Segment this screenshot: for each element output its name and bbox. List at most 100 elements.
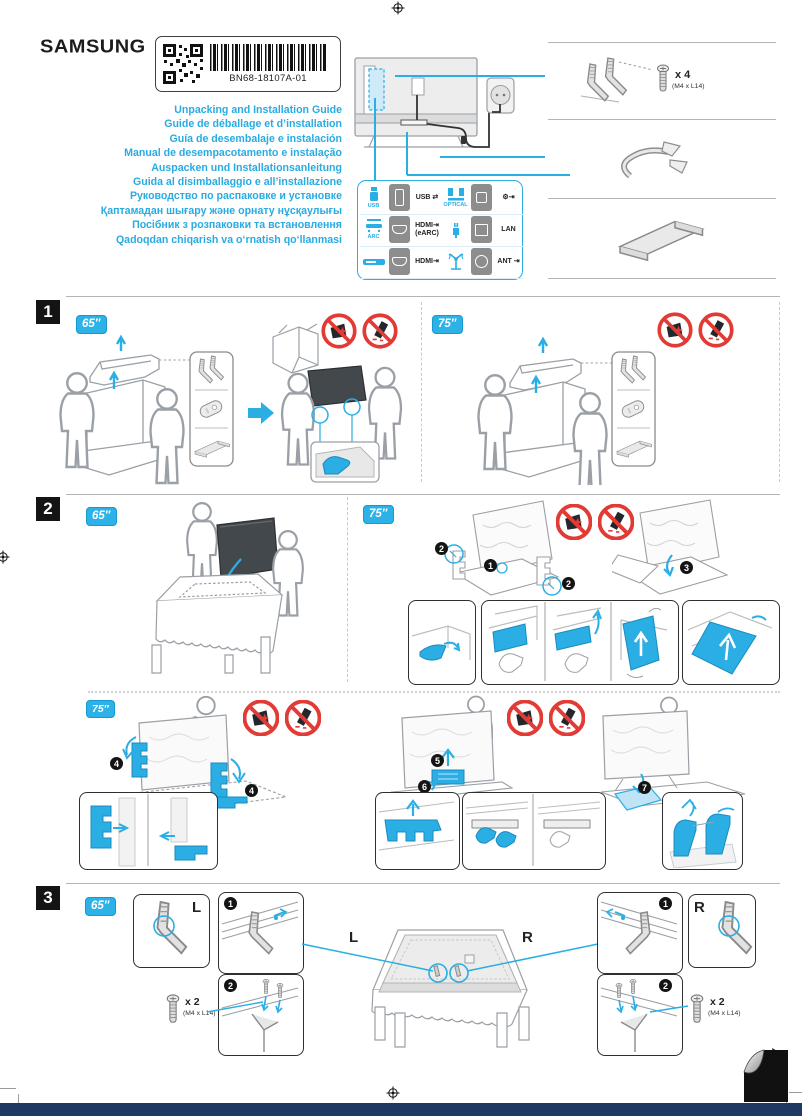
divider <box>548 42 776 43</box>
stand-right-box <box>688 894 756 968</box>
prohibition-crush-icon <box>556 504 592 540</box>
hdmi-port <box>389 248 410 275</box>
crop-mark <box>0 1088 16 1089</box>
size-badge-75: 75″ <box>86 700 115 718</box>
accessory-stand-cover <box>619 220 704 261</box>
assembly-panel-left-1-art <box>221 901 299 955</box>
stand-right-art <box>718 901 753 955</box>
screw-spec: (M4 x L14) <box>708 1010 741 1017</box>
lan-port <box>471 216 492 243</box>
callout-line <box>440 156 545 158</box>
assembly-panel-right-1-art <box>600 901 678 955</box>
illustration-unboxing-75 <box>477 312 734 485</box>
screw-spec: (M4 x L14) <box>183 1010 216 1017</box>
title-line: Руководство по распаковке и установке <box>129 190 342 203</box>
step-circle-7: 7 <box>638 781 651 794</box>
hdmi-earc-label: HDMI⇥(eARC) <box>415 221 439 237</box>
step-circle-5: 5 <box>431 754 444 767</box>
step-circle-4: 4 <box>245 784 258 797</box>
callout-line <box>395 75 545 77</box>
brand-logo: SAMSUNG <box>40 36 146 58</box>
lan-port-label: LAN <box>501 225 516 233</box>
table-right-label: R <box>522 929 533 946</box>
callout-line <box>406 132 408 175</box>
antenna-port-label: ANT ⇥ <box>497 257 520 265</box>
registration-mark <box>0 550 10 564</box>
section-rule <box>66 494 780 495</box>
callout-line <box>407 174 570 176</box>
callout-line <box>206 1001 264 1013</box>
step-number-1: 1 <box>36 300 60 324</box>
assembly-panel-left-2-art <box>221 979 299 1052</box>
ports-panel: USB USB ⇄ OPTICAL ⚙⇥ ARC HDMI⇥(eARC) LAN… <box>357 180 523 280</box>
table-left-label: L <box>349 929 359 946</box>
table-illustration <box>371 929 530 1048</box>
illustration-open-box-75-b <box>612 499 729 595</box>
prohibition-tilt-icon <box>549 700 585 736</box>
title-line: Guide de déballage et d’installation <box>164 118 342 131</box>
page-turn-icon <box>743 1048 788 1102</box>
step-circle-2: 2 <box>224 979 237 992</box>
step-number-2: 2 <box>36 497 60 521</box>
crop-mark <box>789 1092 802 1093</box>
usb-port <box>389 184 410 211</box>
optical-device-icon: OPTICAL <box>442 182 469 215</box>
antenna-port <box>471 248 492 275</box>
accessory-stand-legs <box>580 57 669 103</box>
illustration-remove-side-foam <box>122 695 287 813</box>
digital-audio-out-label: ⚙⇥ <box>502 193 515 201</box>
tv-back-diagram <box>354 57 515 148</box>
detail-box-2-art <box>488 602 668 681</box>
divider <box>548 198 776 199</box>
size-badge-75: 75″ <box>363 505 395 524</box>
section-rule <box>66 883 780 884</box>
illustration-open-box-75-a <box>444 500 562 596</box>
screw-left-art <box>166 994 180 1023</box>
detail-box-3-art <box>687 611 773 675</box>
registration-mark <box>391 1 405 15</box>
illustration-remove-film <box>600 696 746 811</box>
usb-port-label: USB ⇄ <box>415 193 439 201</box>
size-badge-75: 75″ <box>432 315 464 334</box>
detail-box-1 <box>408 600 476 685</box>
prohibition-tilt-icon <box>285 700 321 736</box>
title-line: Қаптамадан шығару және орнату нұсқаулығы <box>100 204 342 217</box>
row-divider <box>88 691 780 693</box>
screw-qty: x 2 <box>710 996 725 1008</box>
screw-qty: x 2 <box>185 996 200 1008</box>
barcode <box>210 44 326 71</box>
av-device-icon <box>360 246 387 279</box>
step-circle-6: 6 <box>418 780 431 793</box>
callout-line <box>374 98 376 181</box>
divider <box>548 278 776 279</box>
assembly-panel-right-2-art <box>600 979 678 1052</box>
stand-left-label: L <box>192 899 202 916</box>
prohibition-tilt-icon <box>598 504 634 540</box>
prohibition-crush-icon <box>507 700 543 736</box>
title-line: Unpacking and Installation Guide <box>174 104 342 116</box>
detail-box-4-art <box>90 794 208 867</box>
arc-device-icon: ARC <box>360 214 387 247</box>
detail-box-6-art <box>465 794 601 866</box>
callout-line <box>466 943 599 972</box>
section-rule <box>66 296 780 297</box>
registration-mark <box>386 1086 400 1100</box>
qr-code <box>162 43 204 85</box>
callout-line <box>649 1005 689 1013</box>
optical-port <box>471 184 492 211</box>
column-divider <box>779 302 780 482</box>
title-line: Qadoqdan chiqarish va o‘rnatish qo‘llanm… <box>115 233 342 246</box>
assembly-panel-left-2 <box>218 974 304 1056</box>
stand-right-label: R <box>694 899 705 916</box>
step-circle-1: 1 <box>484 559 497 572</box>
product-label: BN68-18107A-01 <box>155 36 341 92</box>
step-circle-1: 1 <box>224 897 237 910</box>
part-number: BN68-18107A-01 <box>229 73 307 84</box>
detail-box-7-art <box>669 798 737 868</box>
column-divider <box>421 302 422 482</box>
accessory-cable-holder <box>621 141 688 179</box>
callout-line <box>301 943 434 972</box>
title-line: Auspacken und Installationsanleitung <box>151 161 342 174</box>
screw-qty: x 4 <box>675 69 691 81</box>
